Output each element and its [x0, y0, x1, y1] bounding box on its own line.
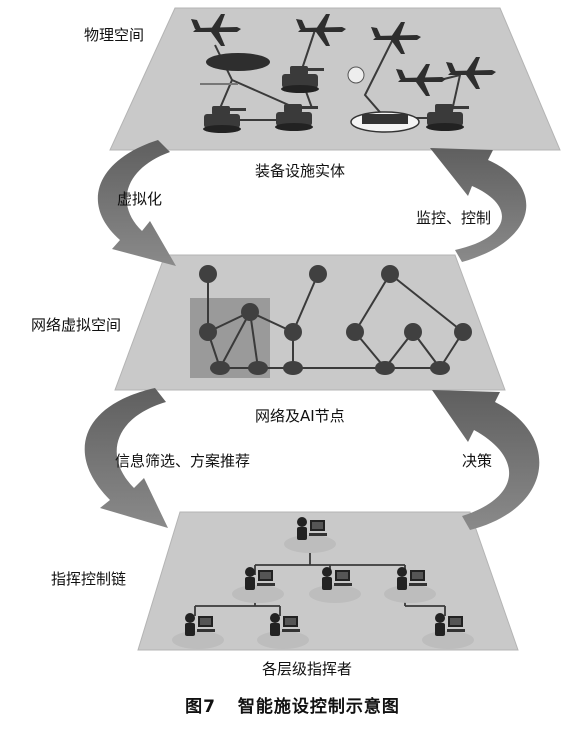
network-node [248, 361, 268, 375]
network-ai-nodes [190, 265, 472, 378]
network-node [309, 265, 327, 283]
network-node [346, 323, 364, 341]
info-filter-label: 信息筛选、方案推荐 [115, 452, 251, 470]
physical-space-equipment [191, 14, 496, 133]
command-hierarchy [172, 517, 474, 649]
ai-node [199, 323, 217, 341]
network-node [430, 361, 450, 375]
network-node [199, 265, 217, 283]
equipment-caption: 装备设施实体 [255, 162, 346, 180]
decision-arrow [432, 390, 540, 530]
monitor-control-arrow [430, 148, 527, 262]
ai-node [241, 303, 259, 321]
monitor-control-label: 监控、控制 [416, 209, 492, 227]
airship-icon [206, 53, 270, 71]
info-filter-arrow [84, 388, 168, 528]
virtualize-label: 虚拟化 [117, 190, 163, 208]
figure-caption: 图7 智能施设控制示意图 [0, 692, 585, 717]
network-node [375, 361, 395, 375]
virtualize-arrow [97, 140, 176, 266]
command-chain-label: 指挥控制链 [51, 570, 127, 588]
transition-arrows [84, 140, 540, 530]
decision-label: 决策 [462, 452, 493, 470]
commanders-caption: 各层级指挥者 [262, 660, 353, 678]
network-node [454, 323, 472, 341]
figure-title: 智能施设控制示意图 [237, 697, 400, 717]
network-node [404, 323, 422, 341]
network-space-label: 网络虚拟空间 [31, 316, 122, 334]
physical-space-label: 物理空间 [84, 26, 145, 44]
network-caption: 网络及AI节点 [255, 407, 345, 425]
network-node [381, 265, 399, 283]
layer-planes [109, 7, 561, 651]
figure-number: 图7 [185, 697, 216, 717]
network-node [284, 323, 302, 341]
radar-dome-icon [347, 66, 365, 84]
ai-node [210, 361, 230, 375]
network-node [283, 361, 303, 375]
